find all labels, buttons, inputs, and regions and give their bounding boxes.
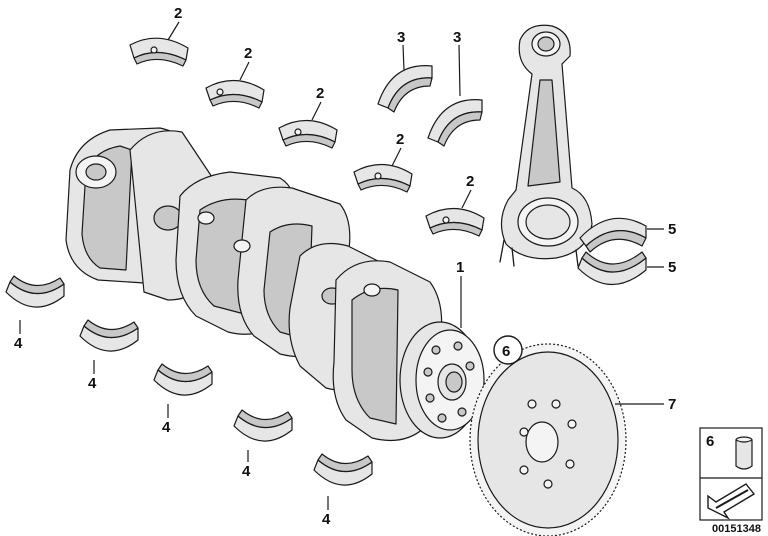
callout-6: 6	[502, 343, 510, 360]
conrod-bearing-upper[interactable]	[579, 217, 647, 253]
callout-2d: 2	[396, 131, 404, 148]
callout-2e: 2	[466, 173, 474, 190]
drawing-number: 00151348	[712, 523, 761, 535]
upper-bearing-shell-4[interactable]	[353, 163, 413, 193]
callout-5a: 5	[668, 221, 676, 238]
callout-4d: 4	[242, 463, 251, 480]
crankshaft[interactable]	[65, 127, 485, 441]
callout-6-circle	[493, 335, 523, 365]
thrust-bearing-2[interactable]	[427, 99, 483, 147]
callout-2a: 2	[174, 5, 182, 22]
upper-bearing-shell-1[interactable]	[129, 37, 189, 67]
conrod-bearing-lower[interactable]	[577, 251, 647, 286]
thrust-bearing-1[interactable]	[377, 65, 433, 113]
legend-box: 6	[699, 427, 763, 521]
callout-4a: 4	[14, 335, 23, 352]
lower-bearing-shell-1[interactable]	[5, 275, 65, 308]
callout-labels: 2 2 2 2 2 3 3 1 5 5 7 4 4 4 4 4 6	[14, 5, 676, 528]
increment-wheel[interactable]	[469, 343, 627, 536]
legend-item-number: 6	[706, 433, 714, 450]
upper-bearing-shell-2[interactable]	[205, 79, 265, 109]
callout-5b: 5	[668, 259, 676, 276]
callout-2b: 2	[244, 45, 252, 62]
upper-bearing-shell-3[interactable]	[278, 119, 338, 149]
connecting-rod[interactable]	[499, 24, 593, 267]
callout-7: 7	[668, 396, 676, 413]
callout-4c: 4	[162, 419, 171, 436]
callout-2c: 2	[316, 85, 324, 102]
lower-bearing-shell-2[interactable]	[79, 319, 139, 352]
callout-4e: 4	[322, 511, 331, 528]
callout-4b: 4	[88, 375, 97, 392]
bolt-icon	[735, 436, 753, 470]
upper-bearing-shell-5[interactable]	[425, 207, 485, 237]
leader-lines	[19, 21, 664, 510]
callout-3b: 3	[453, 29, 461, 46]
callout-3a: 3	[397, 29, 405, 46]
lower-bearing-shell-5[interactable]	[313, 453, 373, 486]
lower-bearing-shell-3[interactable]	[153, 363, 213, 396]
arrow-icon	[707, 483, 756, 520]
callout-1: 1	[456, 259, 464, 276]
lower-bearing-shell-4[interactable]	[233, 409, 293, 442]
